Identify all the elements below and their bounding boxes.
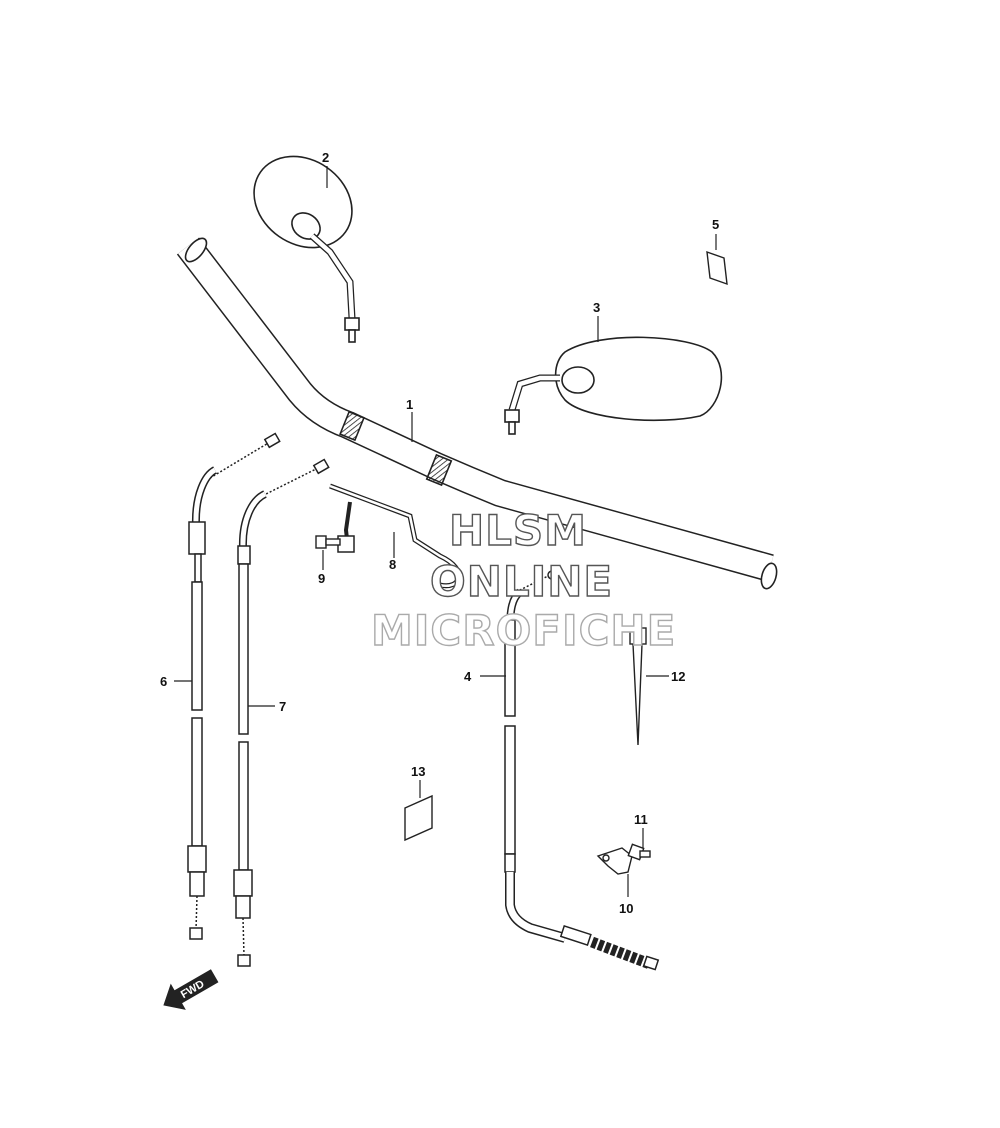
watermark-line-1: HLSM (449, 506, 587, 555)
cable-tie[interactable] (629, 627, 647, 746)
clamp[interactable] (596, 847, 633, 875)
label-sticker-2[interactable] (404, 794, 433, 842)
leader-lines (174, 166, 717, 897)
part-label-8: 8 (389, 557, 396, 572)
cable-guide[interactable] (329, 483, 462, 589)
part-label-7: 7 (279, 699, 286, 714)
throttle-cable-2[interactable] (233, 458, 330, 967)
part-label-4: 4 (464, 669, 472, 684)
part-label-6: 6 (160, 674, 167, 689)
clutch-cable[interactable] (504, 570, 660, 971)
part-label-9: 9 (318, 571, 325, 586)
part-label-3: 3 (593, 300, 600, 315)
clamp-bolt[interactable] (627, 843, 651, 861)
part-label-10: 10 (619, 901, 633, 916)
watermark-line-3: MICROFICHE (371, 606, 676, 655)
mirror-left[interactable] (236, 138, 369, 343)
part-label-12: 12 (671, 669, 685, 684)
mirror-right[interactable] (504, 336, 723, 435)
handlebar[interactable] (176, 235, 780, 591)
part-label-5: 5 (712, 217, 719, 232)
watermark-line-2: ONLINE (430, 557, 613, 606)
fwd-arrow-icon: FWD (163, 969, 219, 1010)
part-label-11: 11 (634, 812, 648, 827)
bolt[interactable] (315, 535, 341, 549)
throttle-cable-1[interactable] (187, 432, 281, 940)
watermark: HLSM ONLINE MICROFICHE (370, 505, 676, 655)
part-label-13: 13 (411, 764, 425, 779)
part-label-1: 1 (406, 397, 413, 412)
label-sticker[interactable] (706, 250, 728, 286)
fwd-label: FWD (179, 978, 207, 1001)
part-labels: 1 2 3 4 5 6 7 8 9 10 11 12 13 (160, 150, 719, 916)
part-label-2: 2 (322, 150, 329, 165)
